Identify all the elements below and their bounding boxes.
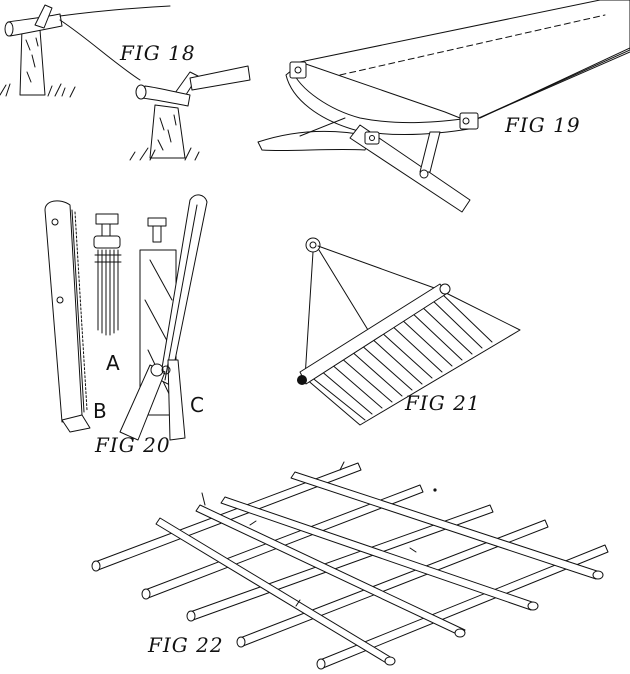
- fig20-drawing: [44, 194, 208, 441]
- fig21-drawing: [297, 237, 521, 426]
- fig20-part-c: C: [190, 393, 204, 417]
- fig20-label: FIG 20: [94, 433, 171, 457]
- fig20-part-b: B: [93, 399, 107, 423]
- fig18-drawing: [0, 4, 251, 161]
- fig18-label: FIG 18: [119, 41, 196, 65]
- fig22-label: FIG 22: [147, 633, 224, 657]
- fig19-drawing: [257, 0, 630, 213]
- fig22-drawing: [91, 461, 609, 670]
- fig20-part-a: A: [106, 351, 120, 375]
- fig19-label: FIG 19: [504, 113, 581, 137]
- fig21-label: FIG 21: [404, 391, 481, 415]
